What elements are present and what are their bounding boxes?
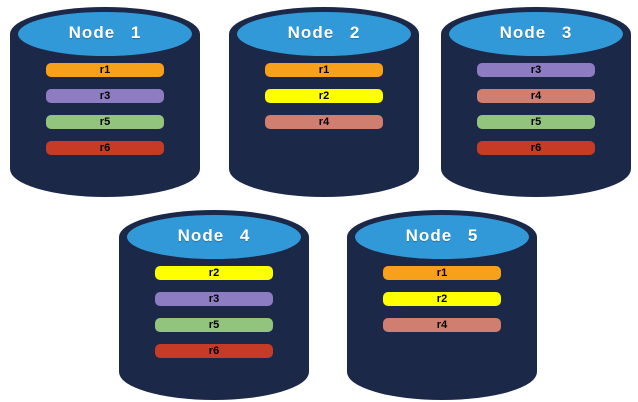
replica-list: r3 r4 r5 r6	[477, 63, 595, 155]
node-5-cylinder: Node 5 r1 r2 r4	[347, 208, 537, 400]
replica-bar: r6	[477, 141, 595, 155]
node-3-cylinder: Node 3 r3 r4 r5 r6	[441, 5, 631, 197]
node-2-cylinder: Node 2 r1 r2 r4	[229, 5, 419, 197]
replica-bar: r5	[477, 115, 595, 129]
replica-bar: r1	[46, 63, 164, 77]
replica-bar: r5	[155, 318, 273, 332]
cylinder-top-face	[127, 215, 301, 259]
cylinder-top-face	[449, 12, 623, 56]
replica-bar: r3	[46, 89, 164, 103]
replica-bar: r5	[46, 115, 164, 129]
replica-list: r1 r3 r5 r6	[46, 63, 164, 155]
replica-list: r1 r2 r4	[383, 266, 501, 332]
replica-bar: r4	[477, 89, 595, 103]
node-title: Node 2	[287, 23, 361, 42]
replica-list: r2 r3 r5 r6	[155, 266, 273, 358]
node-title: Node 5	[405, 226, 479, 245]
replica-bar: r1	[383, 266, 501, 280]
cylinder-top-face	[355, 215, 529, 259]
replica-bar: r3	[477, 63, 595, 77]
replica-bar: r6	[155, 344, 273, 358]
replica-bar: r2	[383, 292, 501, 306]
cylinder-top-face	[18, 12, 192, 56]
replica-bar: r1	[265, 63, 383, 77]
replica-bar: r4	[383, 318, 501, 332]
node-title: Node 1	[68, 23, 142, 42]
cylinder-top-face	[237, 12, 411, 56]
node-4-cylinder: Node 4 r2 r3 r5 r6	[119, 208, 309, 400]
node-title: Node 3	[499, 23, 573, 42]
replica-bar: r6	[46, 141, 164, 155]
node-title: Node 4	[177, 226, 251, 245]
replica-bar: r4	[265, 115, 383, 129]
node-1-cylinder: Node 1 r1 r3 r5 r6	[10, 5, 200, 197]
replica-bar: r2	[265, 89, 383, 103]
replica-bar: r3	[155, 292, 273, 306]
replica-bar: r2	[155, 266, 273, 280]
replica-list: r1 r2 r4	[265, 63, 383, 129]
